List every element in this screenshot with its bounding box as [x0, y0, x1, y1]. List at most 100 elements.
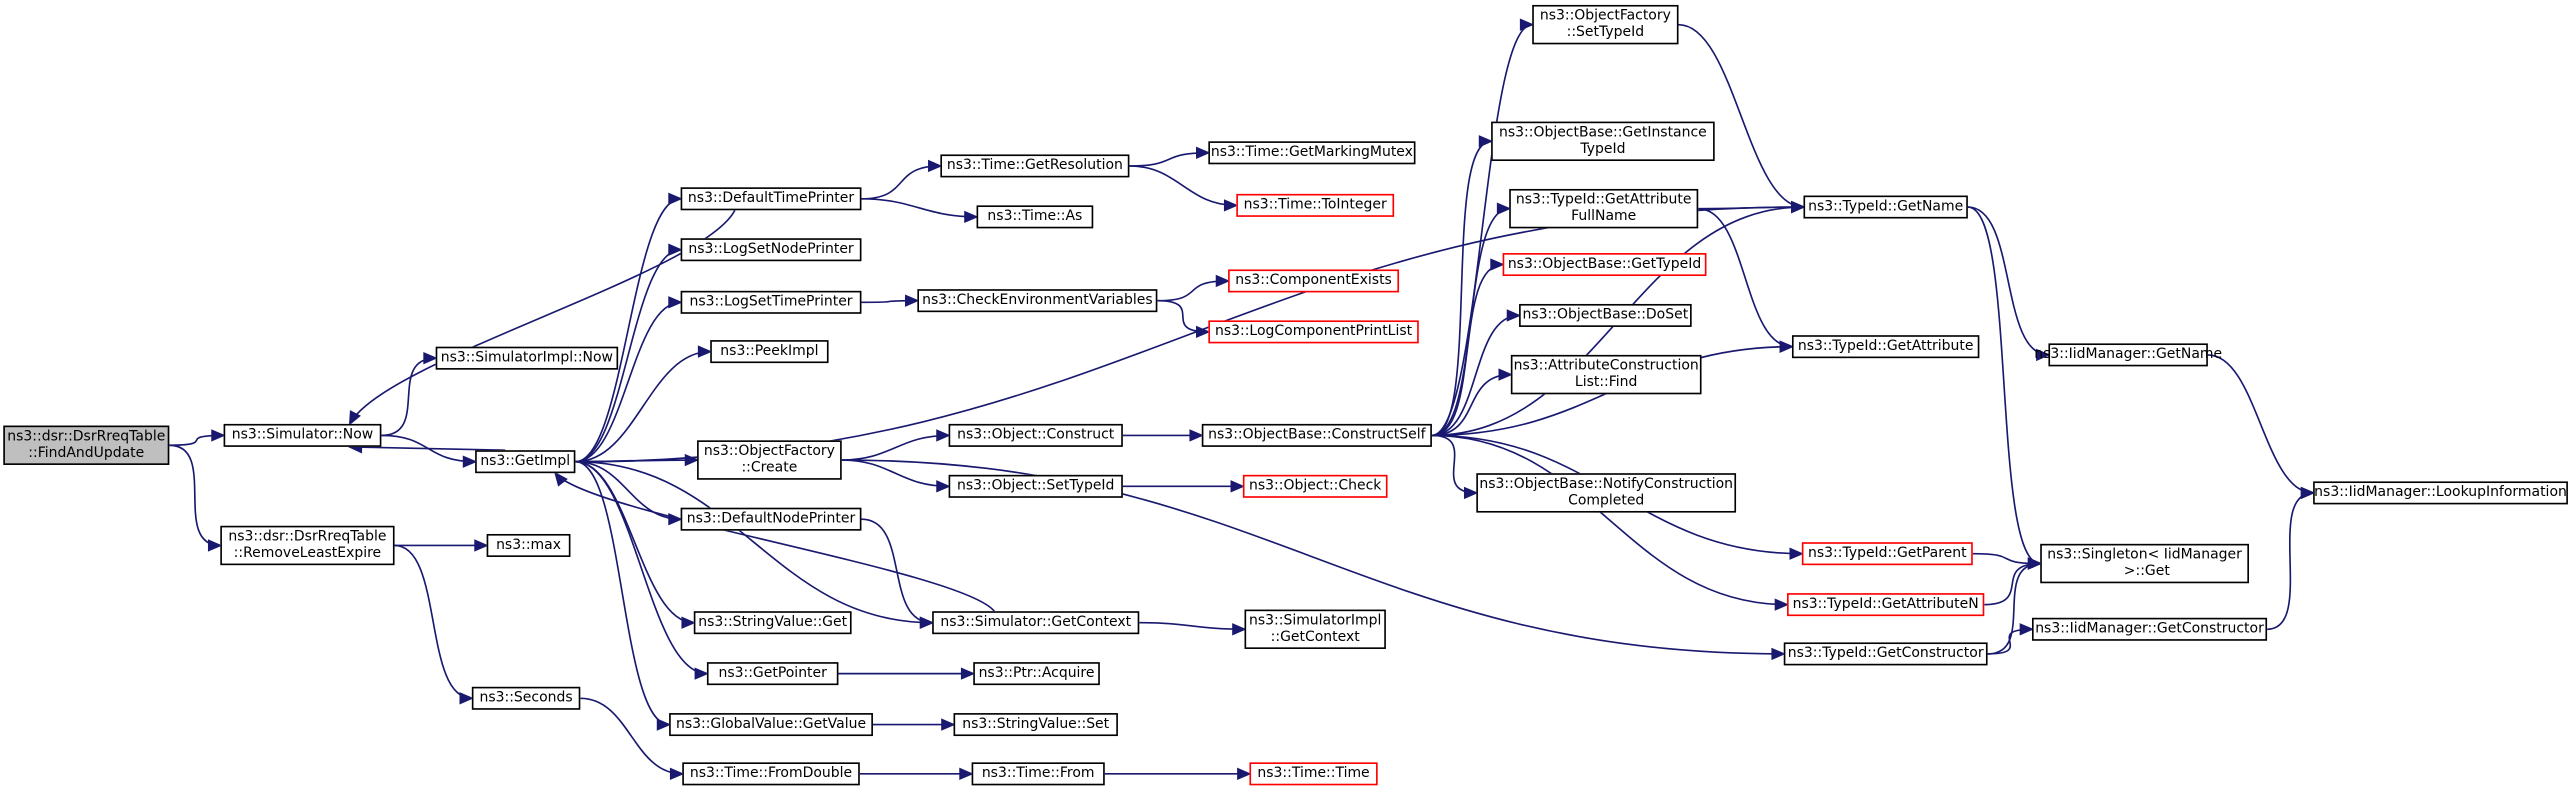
node-objectbase-doset[interactable]: ns3::ObjectBase::DoSet [1519, 303, 1692, 327]
edge-sim-getcontext-to-getimpl [554, 472, 995, 612]
node-typeid-getattributefullname[interactable]: ns3::TypeId::GetAttribute FullName [1509, 188, 1699, 229]
arrowhead [1490, 258, 1505, 271]
node-remove-least[interactable]: ns3::dsr::DsrRreqTable ::RemoveLeastExpi… [220, 525, 395, 566]
node-objectbase-notifyconstructioncompleted[interactable]: ns3::ObjectBase::NotifyConstruction Comp… [1476, 473, 1737, 513]
edge-getimpl-to-peek-impl [575, 350, 711, 463]
node-sim-getcontext[interactable]: ns3::Simulator::GetContext [932, 611, 1140, 635]
node-log-set-node-printer[interactable]: ns3::LogSetNodePrinter [680, 238, 862, 262]
edge-sim-now-to-simimpl-now [381, 357, 436, 437]
arrowhead [668, 243, 683, 256]
node-typeid-getattribute[interactable]: ns3::TypeId::GetAttribute [1791, 335, 1980, 359]
node-objfactory-create[interactable]: ns3::ObjectFactory ::Create [697, 440, 842, 480]
node-max[interactable]: ns3::max [486, 533, 571, 557]
node-typeid-getparent[interactable]: ns3::TypeId::GetParent [1801, 542, 1973, 566]
node-log-component-printlist[interactable]: ns3::LogComponentPrintList [1208, 320, 1419, 344]
node-object-check[interactable]: ns3::Object::Check [1242, 474, 1388, 498]
arrowhead [1237, 767, 1252, 781]
edge-default-time-printer-to-sim-now [349, 209, 736, 425]
arrowhead [936, 429, 951, 442]
arrowhead [959, 767, 974, 781]
edge-typeid-getparent-to-singleton-get [1972, 552, 2041, 565]
arrowhead [554, 471, 568, 487]
edge-sim-getcontext-to-simimpl-getcontext [1139, 621, 1245, 631]
node-object-settypeid[interactable]: ns3::Object::SetTypeId [948, 474, 1123, 498]
edge-default-node-printer-to-sim-getcontext [861, 518, 933, 624]
node-stringvalue-set[interactable]: ns3::StringValue::Set [953, 713, 1118, 737]
edge-time-getresolution-to-time-tointeger [1129, 165, 1237, 207]
arrowhead [1230, 480, 1245, 493]
node-simimpl-getcontext[interactable]: ns3::SimulatorImpl ::GetContext [1244, 609, 1386, 649]
node-default-node-printer[interactable]: ns3::DefaultNodePrinter [680, 507, 862, 531]
node-iidmanager-getname[interactable]: ns3::IidManager::GetName [2034, 343, 2222, 367]
edge-default-time-printer-to-time-getresolution [861, 165, 941, 200]
arrowhead [423, 351, 438, 365]
node-time-tointeger[interactable]: ns3::Time::ToInteger [1236, 193, 1395, 217]
node-time-fromdouble[interactable]: ns3::Time::FromDouble [682, 762, 860, 786]
node-log-set-time-printer[interactable]: ns3::LogSetTimePrinter [680, 290, 862, 314]
node-objectbase-gettypeid[interactable]: ns3::ObjectBase::GetTypeId [1502, 253, 1707, 277]
node-time-time[interactable]: ns3::Time::Time [1249, 762, 1378, 786]
arrowhead [1232, 623, 1247, 636]
node-typeid-getconstructor[interactable]: ns3::TypeId::GetConstructor [1783, 642, 1988, 666]
node-globalvalue-getvalue[interactable]: ns3::GlobalValue::GetValue [669, 713, 873, 737]
node-component-exists[interactable]: ns3::ComponentExists [1228, 269, 1400, 293]
edge-getimpl-to-sim-now [349, 446, 506, 452]
node-seconds[interactable]: ns3::Seconds [471, 686, 581, 710]
node-root[interactable]: ns3::dsr::DsrRreqTable ::FindAndUpdate [3, 425, 170, 465]
node-peek-impl[interactable]: ns3::PeekImpl [710, 340, 829, 364]
arrowhead [905, 294, 920, 307]
node-attrconstructionlist-find[interactable]: ns3::AttributeConstruction List::Find [1510, 354, 1702, 395]
edge-objectbase-constructself-to-attrconstructionlist-find [1431, 373, 1511, 437]
edge-typeid-getname-to-iidmanager-getname [1967, 206, 2049, 356]
node-objfactory-settypeid[interactable]: ns3::ObjectFactory ::SetTypeId [1532, 4, 1679, 45]
arrowhead [1791, 200, 1806, 214]
edge-objfactory-create-to-object-construct [841, 434, 949, 461]
edge-getimpl-to-default-node-printer [575, 460, 681, 521]
node-simimpl-now[interactable]: ns3::SimulatorImpl::Now [435, 346, 619, 370]
node-time-getresolution[interactable]: ns3::Time::GetResolution [940, 154, 1130, 178]
edge-check-env-vars-to-log-component-printlist [1157, 299, 1209, 333]
edge-typeid-getname-to-singleton-get [1967, 206, 2041, 565]
node-objectbase-constructself[interactable]: ns3::ObjectBase::ConstructSelf [1201, 423, 1432, 447]
node-iidmanager-lookupinformation[interactable]: ns3::IidManager::LookupInformation [2313, 481, 2568, 505]
node-check-env-vars[interactable]: ns3::CheckEnvironmentVariables [917, 289, 1158, 313]
edge-getimpl-to-default-time-printer [575, 197, 681, 463]
node-stringvalue-get[interactable]: ns3::StringValue::Get [693, 611, 852, 635]
edge-iidmanager-getconstructor-to-iidmanager-lookupinformation [2267, 492, 2314, 631]
arrowhead [2036, 348, 2051, 362]
arrowhead [2019, 623, 2035, 636]
edge-getimpl-to-log-set-time-printer [575, 301, 681, 463]
arrowhead [668, 296, 683, 309]
node-singleton-get[interactable]: ns3::Singleton< IidManager >::Get [2040, 543, 2249, 584]
arrowhead [919, 616, 935, 629]
edge-remove-least-to-seconds [394, 544, 472, 700]
node-time-getmarkingmutex[interactable]: ns3::Time::GetMarkingMutex [1208, 141, 1416, 165]
arrowhead [941, 718, 956, 731]
arrowhead [694, 667, 710, 680]
node-ptr-acquire[interactable]: ns3::Ptr::Acquire [973, 662, 1100, 686]
edge-check-env-vars-to-component-exists [1157, 280, 1229, 302]
arrowhead [656, 718, 672, 731]
node-getpointer[interactable]: ns3::GetPointer [706, 662, 839, 686]
node-iidmanager-getconstructor[interactable]: ns3::IidManager::GetConstructor [2031, 617, 2268, 641]
arrowhead [697, 345, 713, 358]
node-sim-now[interactable]: ns3::Simulator::Now [223, 423, 382, 447]
edge-objfactory-create-to-typeid-getconstructor [841, 459, 1784, 655]
arrowhead [348, 410, 361, 426]
edge-objectbase-constructself-to-objectbase-getinstancetypeid [1431, 140, 1492, 437]
node-time-from[interactable]: ns3::Time::From [971, 762, 1105, 786]
node-typeid-getname[interactable]: ns3::TypeId::GetName [1803, 195, 1968, 219]
node-objectbase-getinstancetypeid[interactable]: ns3::ObjectBase::GetInstance TypeId [1491, 121, 1715, 162]
edge-root-to-sim-now [169, 434, 224, 447]
node-time-as[interactable]: ns3::Time::As [976, 205, 1094, 229]
arrowhead [211, 429, 226, 442]
node-typeid-getattributen[interactable]: ns3::TypeId::GetAttributeN [1787, 593, 1985, 617]
node-object-construct[interactable]: ns3::Object::Construct [948, 423, 1123, 447]
arrowhead [1463, 486, 1479, 500]
edge-objectbase-constructself-to-objectbase-gettypeid [1431, 263, 1503, 437]
edge-seconds-to-time-fromdouble [580, 697, 683, 775]
node-default-time-printer[interactable]: ns3::DefaultTimePrinter [680, 187, 862, 211]
node-getimpl[interactable]: ns3::GetImpl [475, 450, 576, 474]
edge-getimpl-to-getpointer [575, 460, 707, 675]
